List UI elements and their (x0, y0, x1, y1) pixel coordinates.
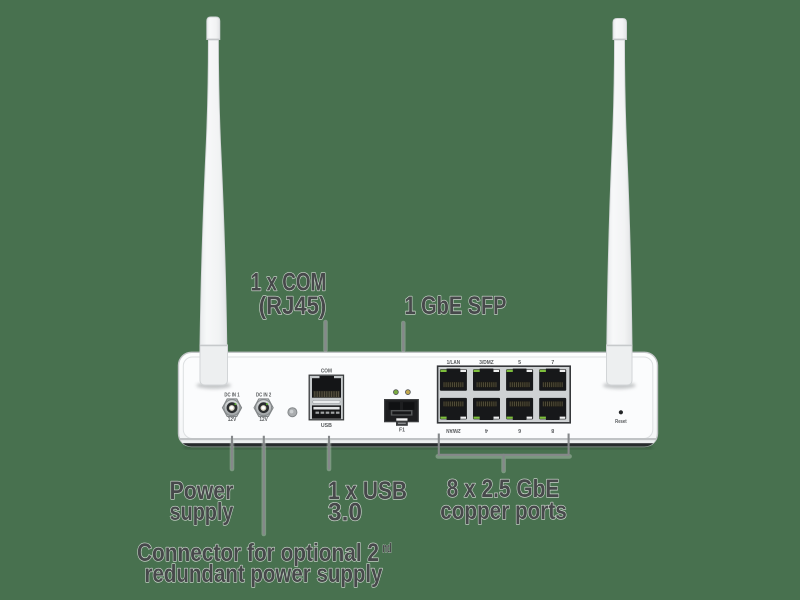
svg-text:1 x COM: 1 x COM (251, 268, 327, 296)
svg-text:7: 7 (551, 360, 554, 366)
svg-text:5: 5 (518, 360, 521, 366)
svg-text:6: 6 (518, 427, 521, 433)
svg-text:copper ports: copper ports (440, 497, 567, 525)
svg-text:3/DMZ: 3/DMZ (479, 360, 494, 366)
svg-text:(RJ45): (RJ45) (259, 292, 327, 320)
svg-text:nd: nd (382, 540, 391, 555)
svg-text:COM: COM (321, 369, 332, 375)
svg-text:Connector for optional 2: Connector for optional 2 (137, 539, 379, 567)
svg-text:DC IN 1: DC IN 1 (224, 393, 239, 399)
svg-text:3.0: 3.0 (328, 499, 362, 527)
svg-text:4: 4 (484, 427, 488, 433)
svg-text:USB: USB (321, 423, 332, 429)
svg-text:1/LAN: 1/LAN (447, 360, 461, 366)
svg-text:12V: 12V (228, 417, 237, 423)
svg-text:DC IN 2: DC IN 2 (256, 393, 271, 399)
svg-text:Reset: Reset (615, 419, 627, 425)
svg-text:Power: Power (170, 477, 234, 505)
svg-text:redundant power supply: redundant power supply (145, 560, 383, 588)
svg-text:supply: supply (170, 498, 234, 526)
svg-text:12V: 12V (259, 417, 268, 423)
svg-text:F1: F1 (399, 427, 405, 433)
svg-text:1 GbE SFP: 1 GbE SFP (405, 292, 507, 320)
svg-text:8 x 2.5 GbE: 8 x 2.5 GbE (447, 475, 560, 503)
svg-text:2/WAN: 2/WAN (446, 427, 461, 433)
svg-text:1 x USB: 1 x USB (328, 477, 407, 505)
svg-text:8: 8 (551, 427, 554, 433)
